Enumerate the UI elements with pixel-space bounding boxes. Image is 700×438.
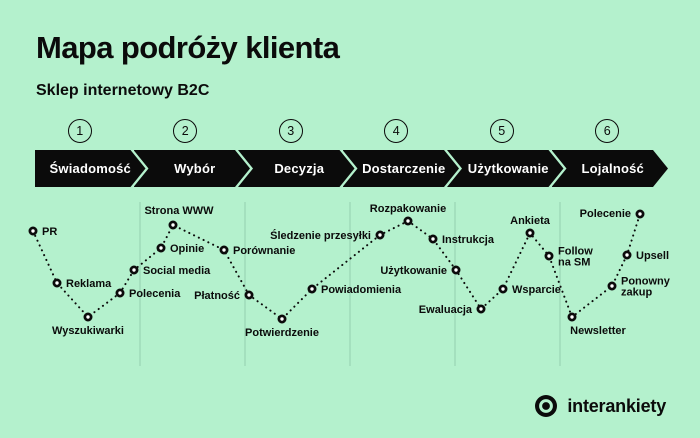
journey-point-label: PR [42,226,57,238]
stage-arrow-2: Wybór [134,150,251,187]
journey-point [375,230,385,240]
journey-point [403,216,413,226]
stage-number-cell-2: 2 [133,118,239,144]
stage-arrow-4: Dostarczenie [343,150,460,187]
stage-number-2: 2 [173,119,198,143]
journey-point-label: Follow [558,246,593,258]
journey-point-label: Polecenie [580,208,631,220]
journey-point [52,278,62,288]
journey-point [451,265,461,275]
journey-point [498,284,508,294]
brand-logo: interankiety [534,394,666,418]
journey-point-label: Ponowny [621,276,671,288]
stage-number-4: 4 [384,119,409,143]
stage-label: Świadomość [49,161,131,176]
journey-point [607,281,617,291]
journey-point-label: Opinie [170,243,204,255]
brand-logo-text: interankiety [567,395,666,416]
journey-point [277,314,287,324]
journey-point [476,304,486,314]
journey-point [244,290,254,300]
journey-point [635,209,645,219]
stage-arrow-banner: Świadomość Wybór Decyzja Dostarczenie Użytko… [35,150,668,187]
stage-label: Decyzja [274,161,325,176]
stage-arrow-3: Decyzja [238,150,355,187]
stage-label: Dostarczenie [362,161,446,176]
journey-point-label: Ankieta [510,215,551,227]
journey-point-label: Powiadomienia [321,284,402,296]
journey-point [219,245,229,255]
stage-number-cell-6: 6 [555,118,661,144]
journey-point [129,265,139,275]
journey-point-label: Ewaluacja [419,304,473,316]
journey-point [544,251,554,261]
journey-point [525,228,535,238]
journey-point-label: Wyszukiwarki [52,325,124,337]
page-subtitle: Sklep internetowy B2C [36,82,210,99]
stage-arrow-5: Użytkowanie [447,150,564,187]
stage-number-6: 6 [595,119,620,143]
stage-label: Wybór [174,161,216,176]
journey-point [156,243,166,253]
journey-point-label: Social media [143,265,211,277]
journey-point [622,250,632,260]
stage-number-5: 5 [489,119,514,143]
journey-point-label: Polecenia [129,288,181,300]
journey-point-label: na SM [558,257,590,269]
journey-point-label: Potwierdzenie [245,327,319,339]
journey-point-label: zakup [621,287,652,299]
journey-point-label: Instrukcja [442,234,495,246]
journey-point-label: Użytkowanie [380,265,447,277]
journey-point [307,284,317,294]
journey-point-label: Wsparcie [512,284,561,296]
stage-number-cell-4: 4 [344,118,450,144]
stage-number-cell-1: 1 [27,118,133,144]
stage-number-cell-3: 3 [238,118,344,144]
donut-circle-icon [535,395,558,417]
stage-label: Lojalność [581,161,644,176]
journey-point-label: Rozpakowanie [370,203,446,215]
journey-point-label: Płatność [194,290,240,302]
journey-point-label: Śledzenie przesyłki [270,229,371,242]
page-title: Mapa podróży klienta [36,30,340,65]
stage-label: Użytkowanie [467,161,549,176]
journey-point [115,288,125,298]
stage-number-1: 1 [67,119,92,143]
journey-point-label: Newsletter [570,325,626,337]
stage-arrow-1: Świadomość [35,150,146,187]
journey-point [567,312,577,322]
journey-point-label: Strona WWW [144,205,214,217]
stage-number-3: 3 [278,119,303,143]
journey-point-label: Reklama [66,278,112,290]
journey-point-label: Upsell [636,250,669,262]
journey-point [28,226,38,236]
stage-number-cell-5: 5 [449,118,555,144]
stage-arrow-6: Lojalność [552,150,669,187]
stage-number-row: 1 2 3 4 5 6 [27,118,660,144]
journey-point [428,234,438,244]
journey-point-label: Porównanie [233,245,295,257]
journey-point [168,220,178,230]
journey-point [83,312,93,322]
